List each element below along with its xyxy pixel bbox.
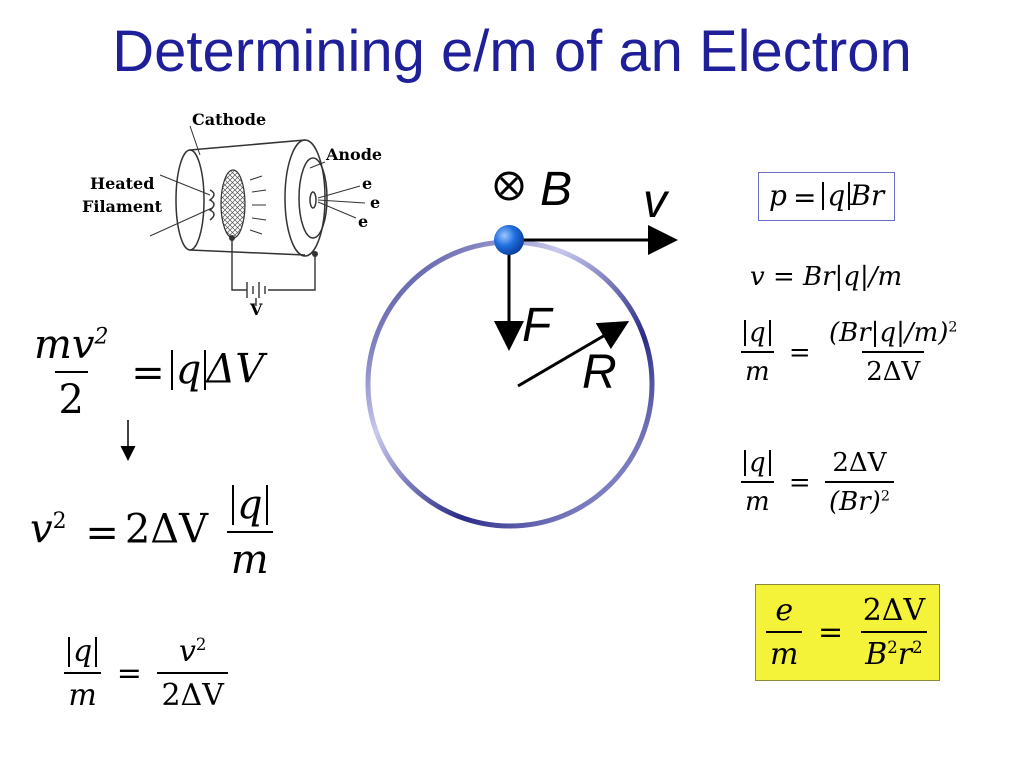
filament-label-line2: Filament [82,197,163,216]
velocity-equation: v = Br|q|/m [750,262,903,292]
ratio-from-velocity: q m = v2 2ΔV [64,634,228,713]
cathode-label: Cathode [192,110,267,129]
slide-title: Determining e/m of an Electron [112,19,912,84]
anode-label: Anode [326,145,383,164]
filament-label-line1: Heated [90,174,155,193]
ratio-simplified: q m = 2ΔV (Br)2 [740,448,894,517]
circuit-wires [231,238,316,306]
voltage-label: V [250,300,263,319]
field-label: B [540,163,573,216]
electron-beams [317,185,366,219]
filament-coil [208,189,215,221]
tube-cylinder [175,139,328,257]
electron-label-2: e [370,193,381,212]
velocity-label: v [643,175,667,228]
emission-arrows [249,175,267,235]
velocity-squared-equation: v2 =2ΔV q m [30,482,273,583]
electron-label-3: e [358,212,369,231]
ratio-substituted: q m = (Br|q|/m)2 2ΔV [740,318,962,387]
electron-charge [494,225,524,255]
cathode-mesh [220,169,246,239]
force-label: F [522,299,552,352]
radius-label: R [582,346,617,399]
final-result-equation: e m = 2ΔV B2r2 [755,584,941,681]
field-into-page-icon [494,171,524,201]
electron-label-1: e [362,174,373,193]
radius-arrow [517,320,630,388]
